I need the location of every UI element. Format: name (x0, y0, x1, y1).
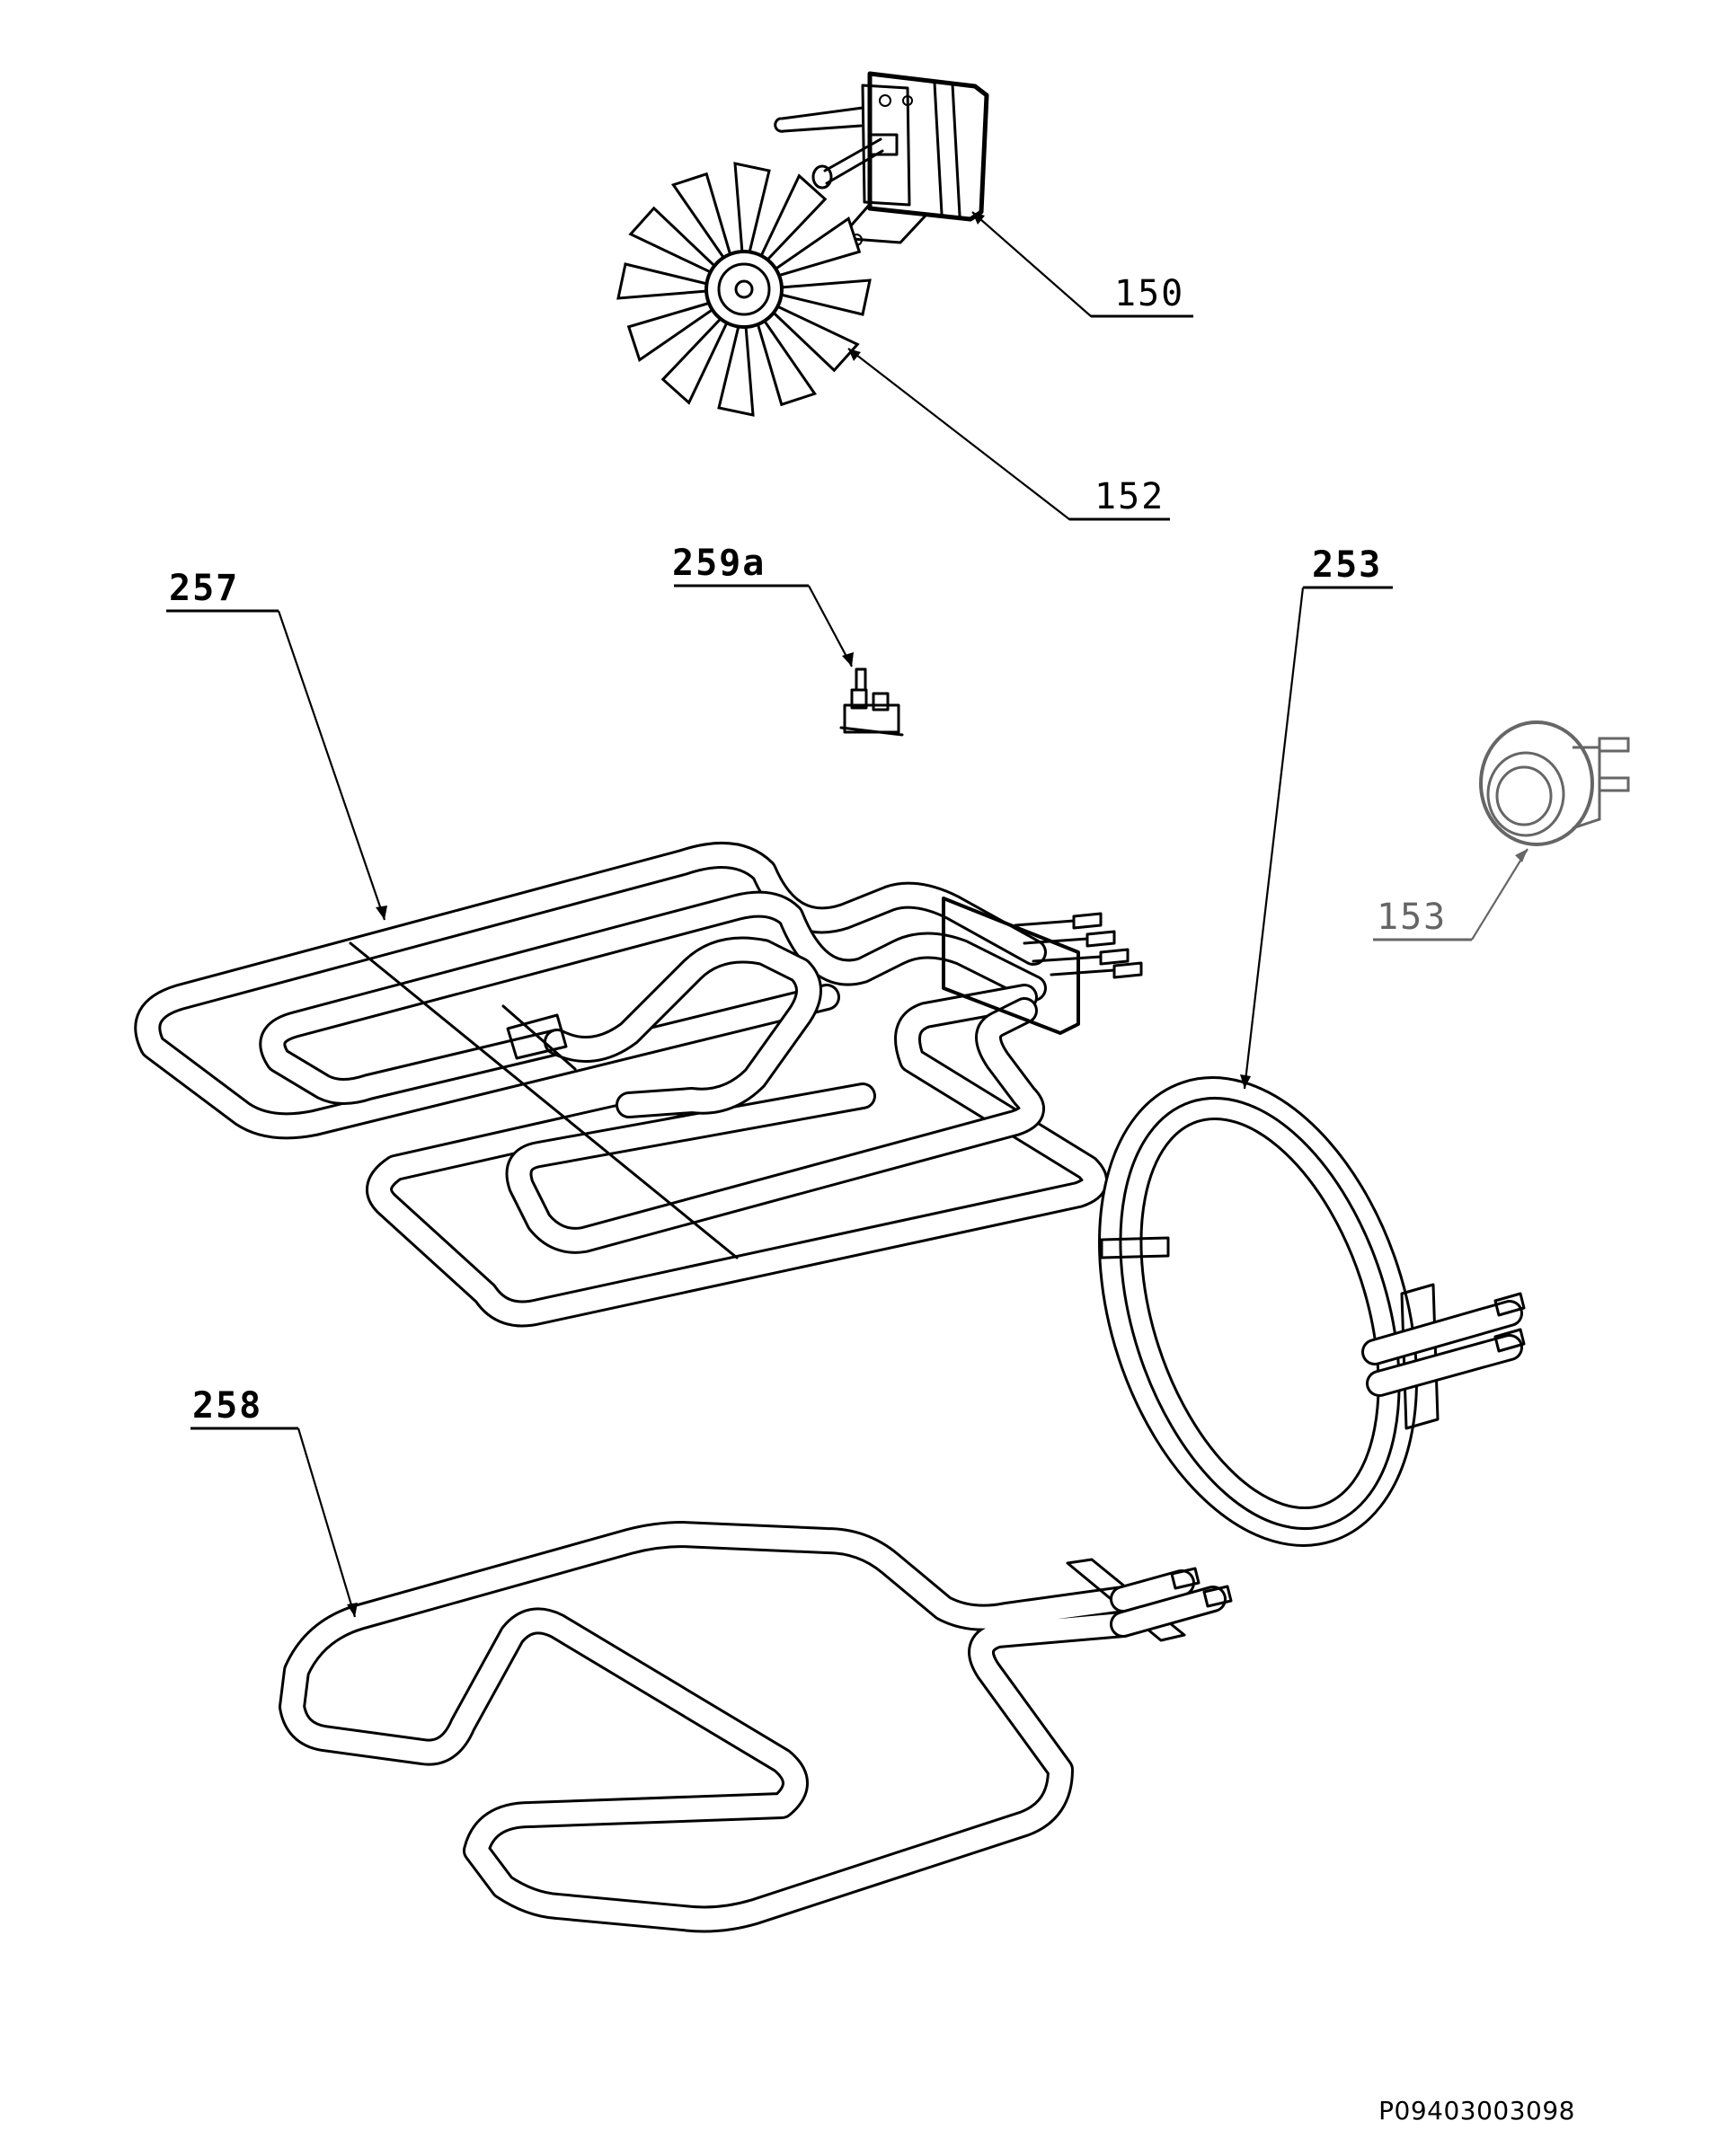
callout-153: 153 (1373, 848, 1528, 941)
callout-label-150: 150 (1114, 273, 1184, 314)
circular-heating-element-part-253 (1098, 1076, 1526, 1547)
callout-label-258: 258 (192, 1385, 262, 1427)
callout-259a: 259a (672, 543, 854, 667)
callout-150: 150 (971, 211, 1193, 318)
fan-wheel-part-152 (616, 162, 872, 417)
callout-257: 257 (166, 568, 387, 921)
callout-label-259a: 259a (672, 543, 766, 584)
callout-152: 152 (847, 348, 1170, 521)
callout-label-153: 153 (1377, 897, 1447, 938)
oven-lamp-part-153 (1479, 720, 1630, 846)
callout-label-253: 253 (1312, 544, 1382, 586)
callout-label-257: 257 (169, 568, 239, 609)
callout-253: 253 (1240, 544, 1393, 1090)
grill-heating-element-part-257 (134, 842, 1143, 1328)
callout-label-152: 152 (1094, 476, 1165, 517)
callout-258: 258 (190, 1385, 358, 1618)
document-code: P09403003098 (1378, 2096, 1575, 2125)
thermal-fuse-part-259a (839, 667, 904, 737)
fan-motor-part-150 (774, 71, 989, 246)
bottom-heating-element-part-258 (279, 1521, 1233, 1933)
